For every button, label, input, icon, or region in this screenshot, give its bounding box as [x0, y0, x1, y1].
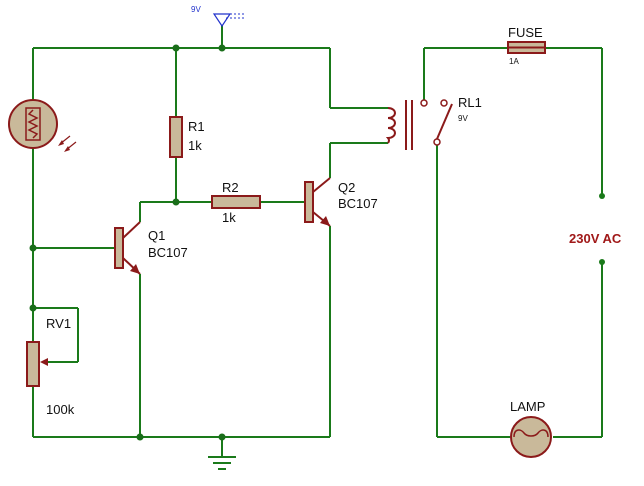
relay-ref: RL1: [458, 95, 482, 110]
fuse-value: 1A: [509, 57, 519, 66]
relay-rl1: RL1 9V: [385, 95, 482, 150]
q1-ref: Q1: [148, 228, 165, 243]
ac-label: 230V AC: [569, 231, 622, 246]
supply-label: 9V: [191, 5, 201, 14]
r1-ref: R1: [188, 119, 205, 134]
r1-value: 1k: [188, 138, 202, 153]
fuse: FUSE 1A: [507, 25, 546, 66]
q2-ref: Q2: [338, 180, 355, 195]
junctions: [29, 44, 226, 441]
lamp-ref: LAMP: [510, 399, 545, 414]
ac-source: 230V AC: [569, 193, 622, 265]
transistor-q2: Q2 BC107: [304, 177, 378, 227]
resistor-r2: R2 1k: [211, 180, 261, 225]
wires: [32, 25, 603, 457]
r2-value: 1k: [222, 210, 236, 225]
resistor-r1: R1 1k: [169, 116, 205, 158]
lamp: LAMP: [510, 399, 552, 458]
supply-terminal: 9V: [191, 5, 246, 28]
rv1-value: 100k: [46, 402, 75, 417]
fuse-ref: FUSE: [508, 25, 543, 40]
ground-symbol: [208, 456, 236, 470]
transistor-q1: Q1 BC107: [114, 221, 188, 275]
potentiometer-rv1: RV1 100k: [26, 316, 75, 417]
q1-model: BC107: [148, 245, 188, 260]
ldr-sensor: [8, 99, 77, 152]
r2-ref: R2: [222, 180, 239, 195]
rv1-ref: RV1: [46, 316, 71, 331]
relay-value: 9V: [458, 114, 468, 123]
q2-model: BC107: [338, 196, 378, 211]
